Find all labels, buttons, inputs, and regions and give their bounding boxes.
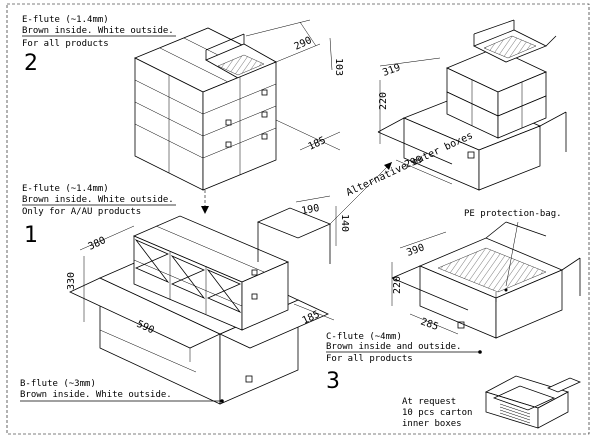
box-3-drawing [391, 221, 581, 339]
alt-top-dim-height: 220 [378, 92, 389, 110]
section-2-flute: E-flute (~1.4mm) [22, 15, 109, 25]
alt-top-dim-width: 319 [381, 62, 402, 79]
section-3-color: Brown inside and outside. [326, 342, 461, 352]
section-1-flute: E-flute (~1.4mm) [22, 184, 109, 194]
inner-boxes-line2: 10 pcs carton [402, 408, 472, 418]
inner-boxes-line3: inner boxes [402, 419, 462, 429]
section-2-color: Brown inside. White outside. [22, 26, 174, 36]
outer-frame [6, 3, 590, 435]
section-1-color: Brown inside. White outside. [22, 195, 174, 205]
section-2-dim-width: 185 [307, 135, 328, 153]
section-3-dim-width: 390 [405, 242, 426, 259]
section-3-usage: For all products [326, 354, 413, 364]
section-1-dim-width: 380 [87, 235, 108, 253]
section-b-flute: B-flute (~3mm) [20, 379, 96, 389]
alt-top-box-drawing [377, 19, 567, 191]
section-2-number: 2 [24, 51, 38, 76]
section-b-color: Brown inside. White outside. [20, 390, 172, 400]
pe-bag-label: PE protection-bag. [464, 209, 562, 219]
inner-boxes-drawing [484, 375, 582, 429]
box-1-drawing [69, 195, 337, 405]
section-1-number: 1 [24, 223, 38, 248]
inner-boxes-line1: At request [402, 397, 456, 407]
section-1-dim-inner-a: 190 [301, 203, 321, 217]
section-3-number: 3 [326, 369, 340, 394]
section-1-dim-inner-b: 140 [339, 214, 350, 232]
section-3-dim-height: 220 [392, 276, 403, 294]
section-2-dim-height: 103 [333, 58, 344, 76]
section-1-usage: Only for A/AU products [22, 207, 141, 217]
stack-2-drawing [134, 19, 341, 191]
section-3-flute: C-flute (~4mm) [326, 332, 402, 342]
section-3-dim-length: 285 [419, 316, 440, 333]
section-2-usage: For all products [22, 39, 109, 49]
section-1-dim-height: 330 [66, 272, 77, 290]
